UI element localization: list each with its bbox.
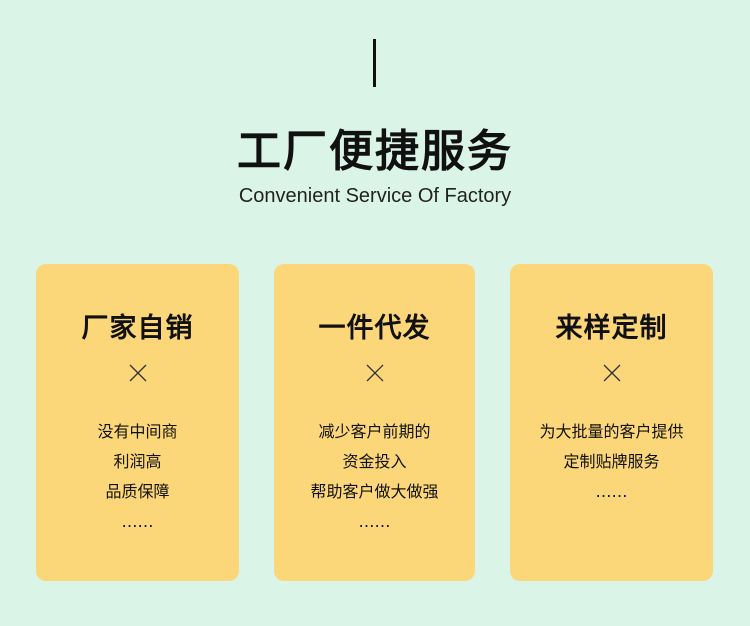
card-line: 定制贴牌服务 — [563, 452, 660, 471]
service-card-factory-direct: 厂家自销 没有中间商 利润高 品质保障 …… — [36, 264, 239, 581]
card-line: 帮助客户做大做强 — [310, 482, 439, 501]
card-title: 一件代发 — [318, 313, 431, 344]
close-icon — [366, 364, 383, 382]
card-description: 为大批量的客户提供 定制贴牌服务 …… — [510, 417, 713, 507]
card-line: 没有中间商 — [97, 422, 178, 441]
card-ellipsis: …… — [358, 512, 391, 531]
card-ellipsis: …… — [121, 512, 154, 531]
card-line: 为大批量的客户提供 — [539, 422, 684, 441]
card-title: 来样定制 — [555, 313, 668, 344]
card-line: 资金投入 — [342, 452, 407, 471]
close-icon — [129, 364, 146, 382]
card-line: 利润高 — [113, 452, 162, 471]
card-description: 减少客户前期的 资金投入 帮助客户做大做强 …… — [274, 417, 475, 537]
card-line: 减少客户前期的 — [318, 422, 431, 441]
close-icon — [603, 364, 620, 382]
card-description: 没有中间商 利润高 品质保障 …… — [36, 417, 239, 537]
service-card-dropshipping: 一件代发 减少客户前期的 资金投入 帮助客户做大做强 …… — [274, 264, 475, 581]
vertical-divider — [373, 39, 376, 87]
service-card-custom-samples: 来样定制 为大批量的客户提供 定制贴牌服务 …… — [510, 264, 713, 581]
page-subtitle: Convenient Service Of Factory — [238, 185, 512, 207]
card-line: 品质保障 — [105, 482, 170, 501]
card-ellipsis: …… — [595, 482, 628, 501]
card-title: 厂家自销 — [81, 313, 194, 344]
page-title: 工厂便捷服务 — [237, 126, 513, 177]
